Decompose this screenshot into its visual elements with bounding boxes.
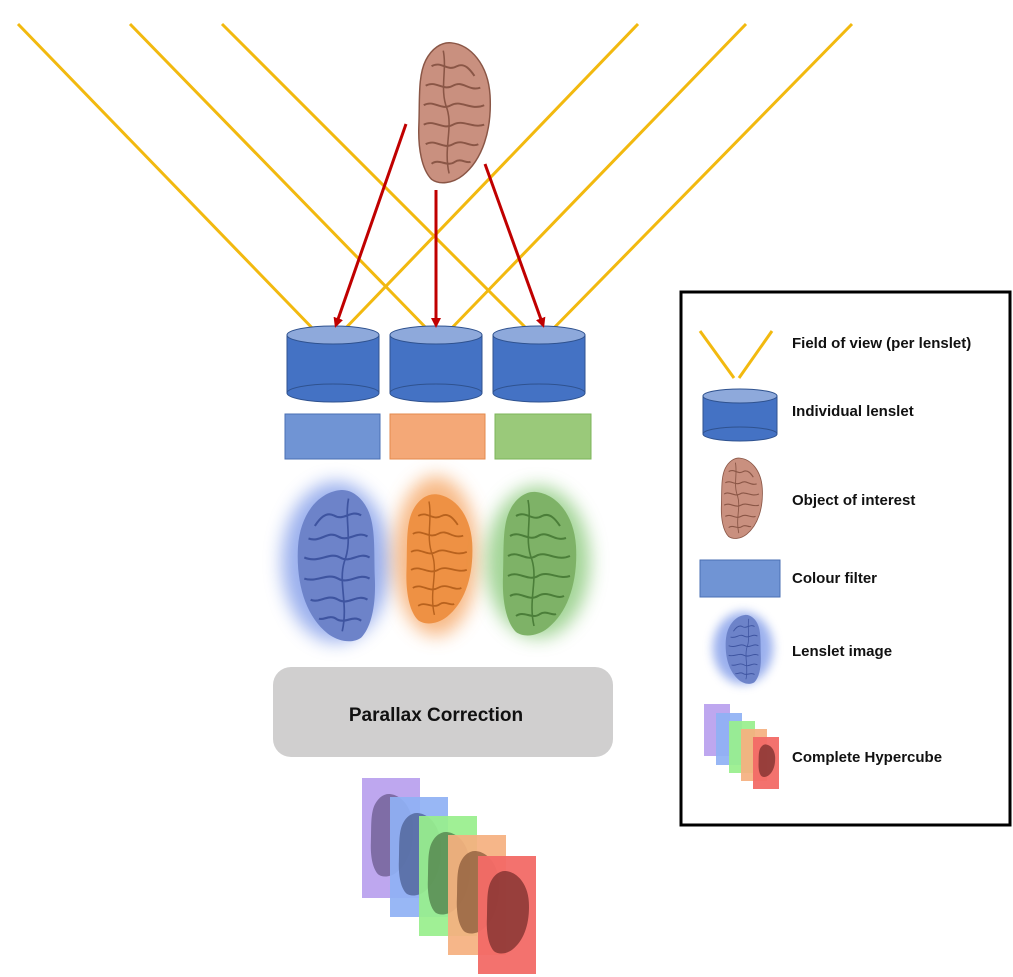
legend-item-colour-filter: Colour filter: [699, 559, 877, 598]
colour-filter-orange: [389, 413, 486, 460]
legend: Field of view (per lenslet) Individual l…: [679, 290, 1012, 827]
colour-filters: [284, 413, 592, 460]
lenslet-image-orange: [394, 476, 478, 636]
lenslet-2: [389, 325, 483, 403]
legend-label-hypercube: Complete Hypercube: [792, 749, 942, 766]
legend-label-colour-filter: Colour filter: [792, 570, 877, 587]
colour-filter-blue: [284, 413, 381, 460]
object-of-interest-brain: [417, 41, 492, 184]
legend-label-field-of-view: Field of view (per lenslet): [792, 335, 971, 352]
ray: [128, 22, 434, 336]
lenslet-3: [492, 325, 586, 403]
legend-item-lenslet: Individual lenslet: [702, 388, 914, 442]
lenslet-image-blue: [282, 482, 390, 642]
lenslet-images: [282, 476, 590, 642]
legend-label-lenslet: Individual lenslet: [792, 403, 914, 420]
legend-item-field-of-view: Field of view (per lenslet): [698, 330, 971, 379]
lenslet-array: [286, 325, 586, 403]
legend-label-object: Object of interest: [792, 492, 915, 509]
legend-item-hypercube: Complete Hypercube: [704, 704, 942, 789]
parallax-correction-label: Parallax Correction: [349, 705, 523, 726]
legend-item-lenslet-image: Lenslet image: [713, 612, 892, 684]
lenslet-1: [286, 325, 380, 403]
field-of-view-rays: [16, 22, 854, 336]
ray: [444, 22, 748, 336]
legend-label-lenslet-image: Lenslet image: [792, 643, 892, 660]
colour-filter-green: [494, 413, 592, 460]
lenslet-image-green: [486, 486, 590, 638]
object-to-lenslet-arrows: [333, 123, 546, 328]
parallax-correction-step: Parallax Correction: [273, 667, 613, 757]
ray: [546, 22, 854, 336]
ray: [220, 22, 534, 336]
parallax-correction-box: [273, 667, 613, 757]
legend-item-object: Object of interest: [720, 457, 915, 539]
ray: [16, 22, 320, 336]
hypercube-band-red: [478, 856, 536, 974]
output-hypercube: [362, 778, 536, 974]
arrow-to-lenslet-1: [333, 123, 408, 328]
arrow-to-lenslet-3: [483, 163, 546, 328]
